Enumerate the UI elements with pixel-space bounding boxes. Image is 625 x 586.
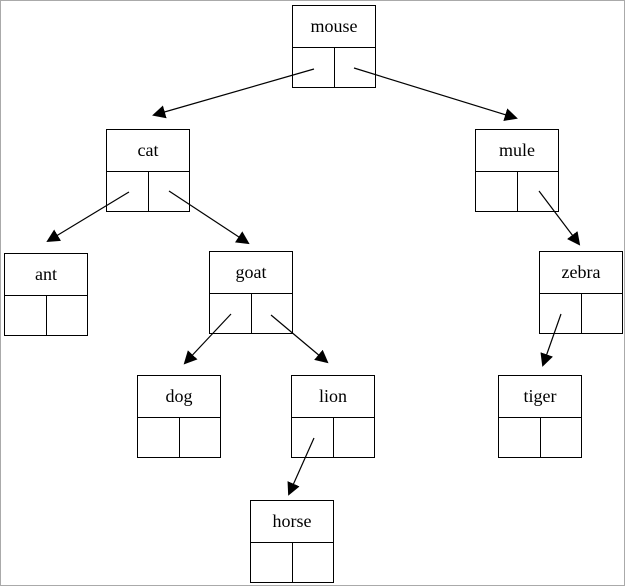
- tree-node-ant: ant: [4, 253, 88, 336]
- right-pointer-cell: [47, 296, 88, 335]
- tree-node-zebra: zebra: [539, 251, 623, 334]
- tree-node-horse: horse: [250, 500, 334, 583]
- node-label: ant: [5, 254, 87, 296]
- edge-mouse-right-mule: [353, 67, 518, 121]
- node-pointer-cells: [540, 294, 622, 333]
- left-pointer-cell: [292, 418, 334, 457]
- left-pointer-cell: [293, 48, 335, 87]
- left-pointer-cell: [138, 418, 180, 457]
- right-pointer-cell: [334, 418, 375, 457]
- tree-node-dog: dog: [137, 375, 221, 458]
- right-pointer-cell: [582, 294, 623, 333]
- right-pointer-cell: [335, 48, 376, 87]
- node-label: goat: [210, 252, 292, 294]
- node-pointer-cells: [5, 296, 87, 335]
- left-pointer-cell: [540, 294, 582, 333]
- left-pointer-cell: [251, 543, 293, 582]
- tree-node-goat: goat: [209, 251, 293, 334]
- node-label: lion: [292, 376, 374, 418]
- tree-node-mouse: mouse: [292, 5, 376, 88]
- left-pointer-cell: [210, 294, 252, 333]
- node-label: mouse: [293, 6, 375, 48]
- node-label: dog: [138, 376, 220, 418]
- tree-node-lion: lion: [291, 375, 375, 458]
- tree-node-cat: cat: [106, 129, 190, 212]
- node-label: horse: [251, 501, 333, 543]
- right-pointer-cell: [293, 543, 334, 582]
- node-pointer-cells: [251, 543, 333, 582]
- node-pointer-cells: [210, 294, 292, 333]
- node-pointer-cells: [499, 418, 581, 457]
- node-label: tiger: [499, 376, 581, 418]
- tree-node-tiger: tiger: [498, 375, 582, 458]
- left-pointer-cell: [476, 172, 518, 211]
- left-pointer-cell: [107, 172, 149, 211]
- right-pointer-cell: [180, 418, 221, 457]
- left-pointer-cell: [499, 418, 541, 457]
- node-pointer-cells: [138, 418, 220, 457]
- node-pointer-cells: [293, 48, 375, 87]
- node-label: mule: [476, 130, 558, 172]
- node-pointer-cells: [107, 172, 189, 211]
- edge-mouse-left-cat: [152, 68, 315, 119]
- node-label: zebra: [540, 252, 622, 294]
- right-pointer-cell: [252, 294, 293, 333]
- node-pointer-cells: [292, 418, 374, 457]
- tree-node-mule: mule: [475, 129, 559, 212]
- node-label: cat: [107, 130, 189, 172]
- right-pointer-cell: [518, 172, 559, 211]
- right-pointer-cell: [149, 172, 190, 211]
- left-pointer-cell: [5, 296, 47, 335]
- right-pointer-cell: [541, 418, 582, 457]
- node-pointer-cells: [476, 172, 558, 211]
